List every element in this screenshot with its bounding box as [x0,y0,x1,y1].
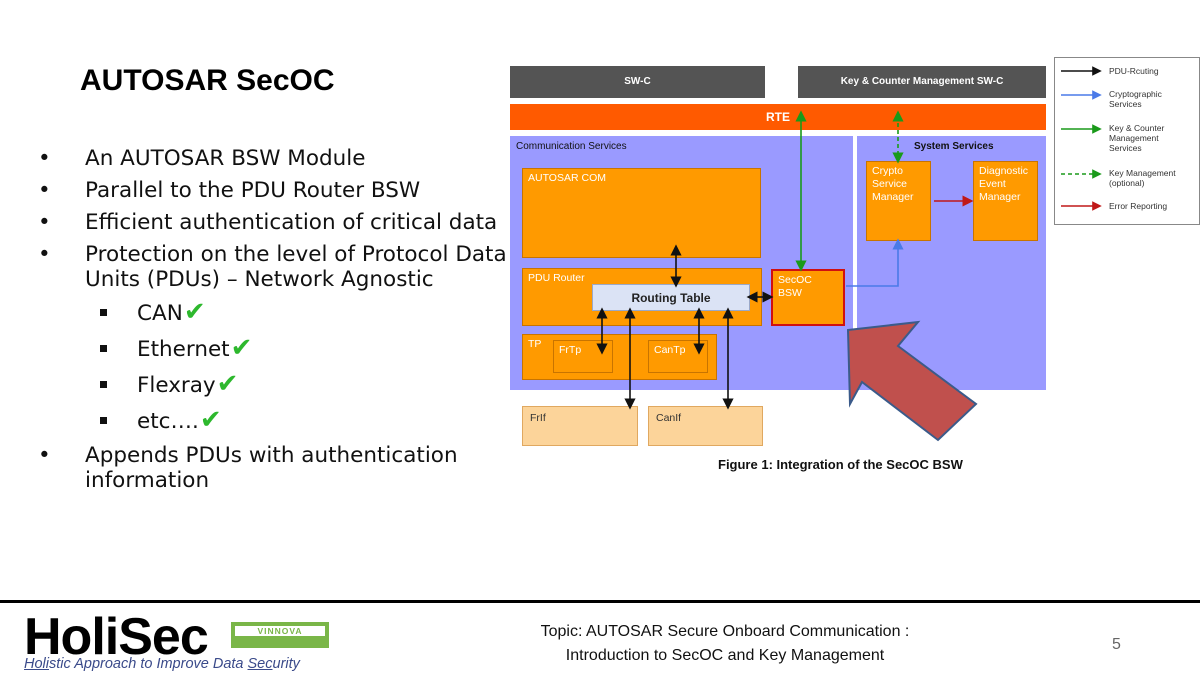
figure-caption: Figure 1: Integration of the SecOC BSW [718,457,963,472]
legend-item: Error Reporting [1109,201,1168,211]
legend-item: Key & Counter Management Services [1109,123,1165,153]
legend-arrows [1061,66,1102,211]
sub-bullet-item: Ethernet✔ [38,335,508,363]
check-icon: ✔ [199,405,222,435]
vinnova-logo: VINNOVA [231,622,329,648]
communication-services-label: Communication Services [516,141,627,152]
diagnostic-event-manager-box: Diagnostic Event Manager [973,161,1038,241]
diagram-legend: PDU-Rcuting Cryptographic Services Key &… [1054,57,1200,225]
topic-text: Topic: AUTOSAR Secure Onboard Communicat… [540,623,910,664]
bullet-list: •An AUTOSAR BSW Module •Parallel to the … [38,146,508,500]
check-icon: ✔ [183,297,206,327]
bullet-item: •Efficient authentication of critical da… [38,210,498,235]
legend-item: PDU-Rcuting [1109,66,1159,76]
routing-table-box: Routing Table [592,284,750,311]
autosar-com-box: AUTOSAR COM [522,168,761,258]
legend-item: Key Management (optional) [1109,168,1176,188]
check-icon: ✔ [230,333,253,363]
secoc-bsw-box: SecOC BSW [771,269,845,326]
system-services-label: System Services [914,141,994,152]
legend-item: Cryptographic Services [1109,89,1162,109]
swc-box: SW-C [510,66,765,98]
canif-box: CanIf [648,406,763,446]
cantp-box: CanTp [648,340,708,373]
bullet-item: •Appends PDUs with authentication inform… [38,443,458,493]
highlight-arrow [846,320,978,442]
holisec-logo: HoliSec [24,608,209,666]
logo-tagline: Holistic Approach to Improve Data Securi… [24,656,300,672]
check-icon: ✔ [216,369,239,399]
sub-bullet-item: etc….✔ [38,407,508,435]
bullet-item: •An AUTOSAR BSW Module [38,146,366,171]
frif-box: FrIf [522,406,638,446]
bullet-item: •Protection on the level of Protocol Dat… [38,242,507,292]
bullet-item: •Parallel to the PDU Router BSW [38,178,421,203]
sub-bullet-item: CAN✔ [38,299,508,327]
rte-bar: RTE [510,104,1046,130]
page-number: 5 [1112,636,1121,653]
key-counter-swc-box: Key & Counter Management SW-C [798,66,1046,98]
crypto-service-manager-box: Crypto Service Manager [866,161,931,241]
slide-title: AUTOSAR SecOC [80,64,335,97]
footer-divider [0,600,1200,603]
sub-bullet-item: Flexray✔ [38,371,508,399]
crypto-services-arrow [846,238,904,287]
